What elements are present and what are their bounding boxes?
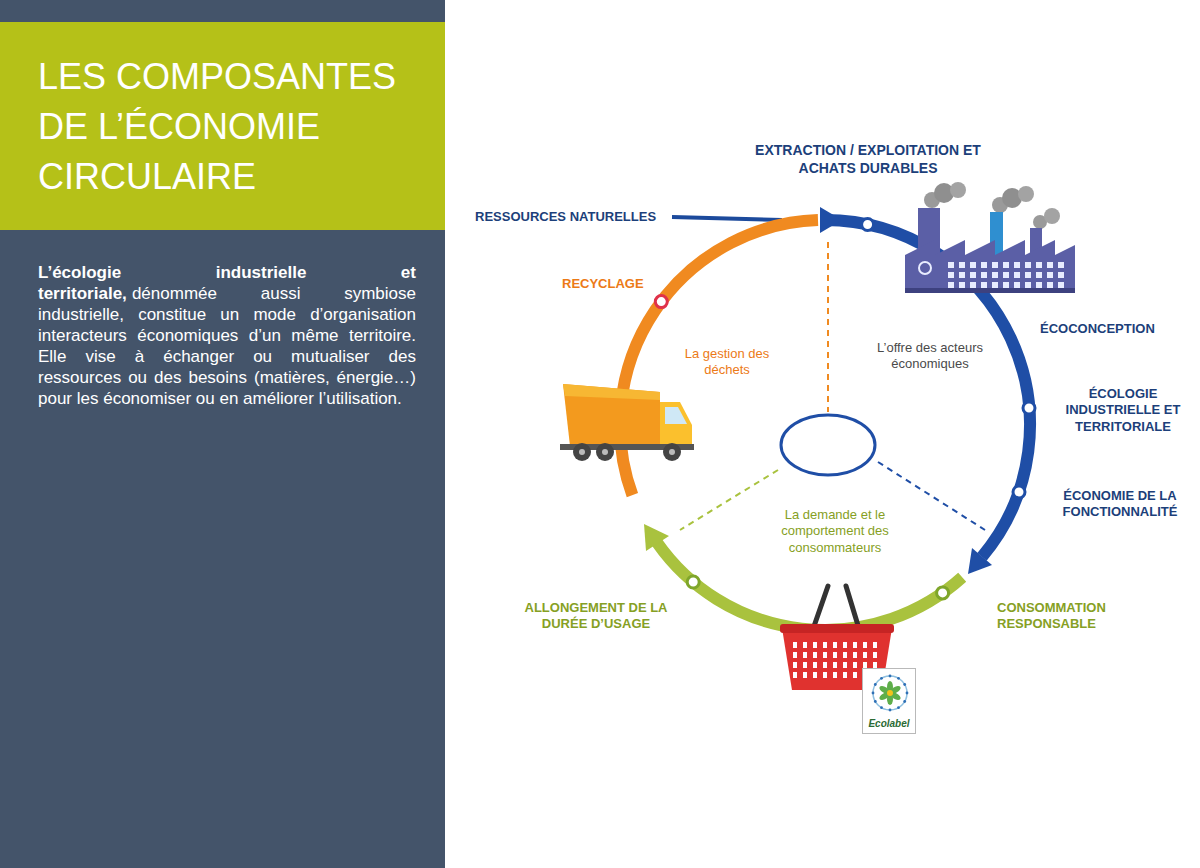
ecolabel-badge: Ecolabel xyxy=(862,668,916,734)
arrow-head xyxy=(644,524,669,551)
factory-icon xyxy=(905,182,1075,293)
stage-label: ALLONGEMENT DE LA DURÉE D’USAGE xyxy=(518,600,674,633)
badge-text: Ecolabel xyxy=(863,718,915,729)
dashed-spoke xyxy=(827,242,829,412)
arrow-head xyxy=(820,207,842,233)
stage-label: RECYCLAGE xyxy=(562,276,662,292)
stage-label: ÉCOLOGIE INDUSTRIELLE ET TERRITORIALE xyxy=(1052,386,1194,435)
stage-label: ÉCOCONCEPTION xyxy=(1040,321,1190,337)
stage-label: EXTRACTION / EXPLOITATION ET ACHATS DURA… xyxy=(743,142,993,177)
centre-oval xyxy=(781,415,875,475)
truck-icon xyxy=(560,384,694,461)
green-arc xyxy=(657,543,962,630)
arrow-head xyxy=(968,548,992,574)
sector-label: La demande et le comportement des consom… xyxy=(752,507,918,556)
sector-label: L’offre des acteurs économiques xyxy=(876,340,984,373)
slide-title: LES COMPOSANTES DE L’ÉCONOMIE CIRCULAIRE xyxy=(38,52,423,202)
dashed-spoke xyxy=(878,462,985,530)
dashed-spoke xyxy=(680,470,778,530)
body-paragraph: L’écologie industrielle et territoriale,… xyxy=(38,262,416,409)
input-line xyxy=(672,217,782,220)
input-label: RESSOURCES NATURELLES xyxy=(475,209,675,225)
sector-label: La gestion des déchets xyxy=(668,346,786,379)
stage-label: CONSOMMATION RESPONSABLE xyxy=(997,600,1137,633)
stage-label: ÉCONOMIE DE LA FONCTIONNALITÉ xyxy=(1046,488,1194,521)
